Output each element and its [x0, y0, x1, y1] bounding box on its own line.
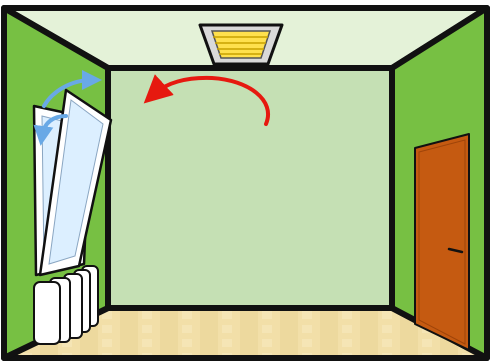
- window-airflow-arrows: [33, 70, 102, 146]
- door-handle: [447, 247, 464, 254]
- back-wall: [105, 65, 395, 311]
- ceiling-vent: [198, 23, 284, 66]
- tilted-window: [32, 88, 113, 277]
- room-circulation-arrow: [143, 74, 270, 126]
- radiator: [33, 265, 99, 345]
- door: [414, 133, 470, 351]
